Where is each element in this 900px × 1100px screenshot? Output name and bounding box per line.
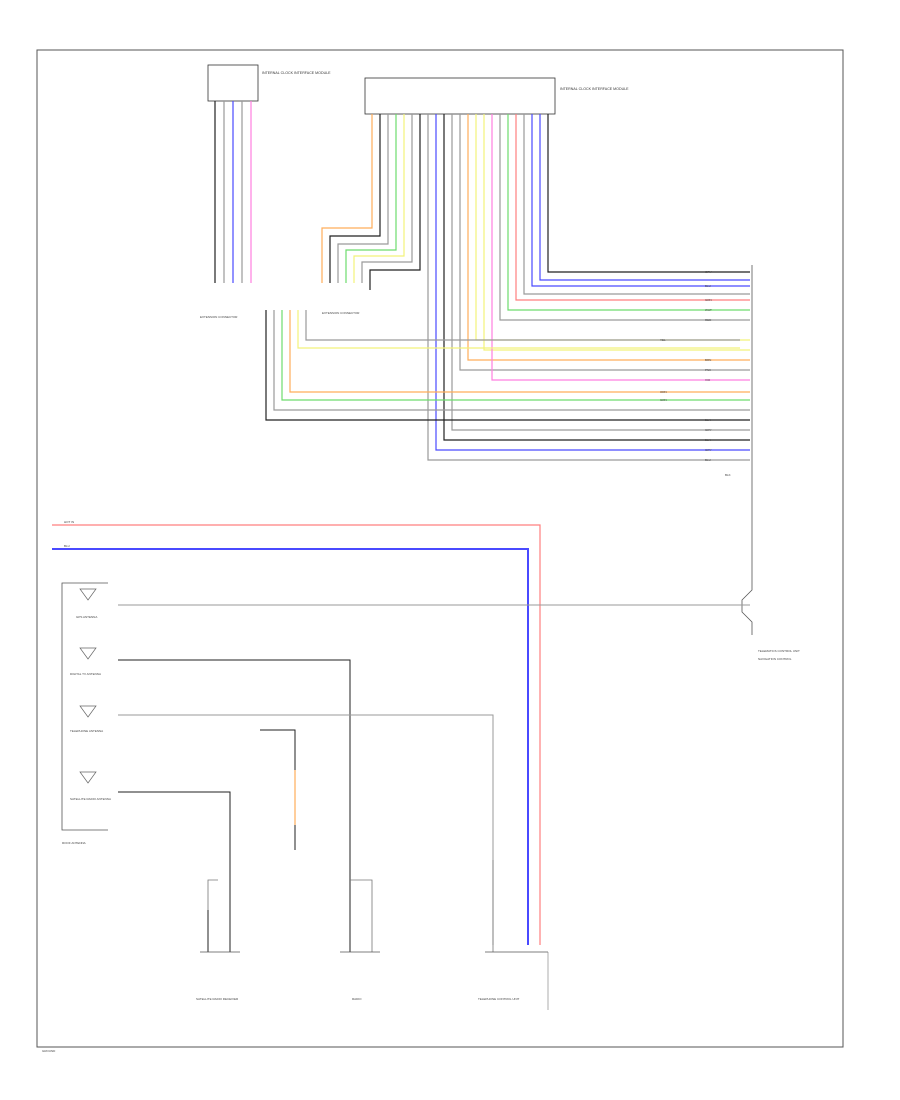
right-module-label: TELEMATICS CONTROL UNIT	[758, 649, 800, 653]
top-right-connector: INTERNAL CLOCK INTERFACE MODULE	[364, 77, 629, 115]
wire-label: YEL	[660, 338, 666, 342]
antenna-satellite-radio-label: SATELLITE RADIO ANTENNA	[70, 797, 111, 801]
top-left-connector: INTERNAL CLOCK INTERFACE MODULE	[207, 64, 331, 283]
wire-label: RED	[705, 318, 712, 322]
mid-left-connector-label: EXTENSION CONNECTOR	[200, 315, 238, 319]
top-right-connector-label: INTERNAL CLOCK INTERFACE MODULE	[560, 87, 629, 91]
wire-label: GRY	[705, 448, 711, 452]
right-module-lower-edge	[741, 478, 753, 635]
wire-bundle-top	[321, 114, 750, 461]
wire-label: GRY	[705, 428, 711, 432]
wire-label: BLK	[725, 473, 731, 477]
blue-wire-label: BLU	[64, 544, 70, 548]
telephone-control-unit: TELEPHONE CONTROL UNIT	[478, 860, 549, 1010]
wire-label: GRY	[705, 270, 711, 274]
wire-label: BLK	[705, 418, 711, 422]
wire-label: GRN	[660, 398, 667, 402]
diagram-frame	[36, 49, 844, 1048]
top-left-connector-label: INTERNAL CLOCK INTERFACE MODULE	[262, 71, 331, 75]
wire-label: ORN	[660, 390, 667, 394]
antenna-telephone: TELEPHONE ANTENNA	[70, 705, 494, 945]
radio-label: RADIO	[352, 997, 362, 1001]
red-wire-label: HOT IN	[64, 520, 74, 524]
wire-bundle-left	[265, 310, 750, 421]
mid-center-connector-label: EXTENSION CONNECTOR	[322, 311, 360, 315]
telephone-control-unit-label: TELEPHONE CONTROL UNIT	[478, 997, 520, 1001]
wire-label: BRN	[705, 358, 711, 362]
right-module-sublabel: NAVIGATION CONTROL	[758, 657, 792, 661]
wire-label: PNK	[705, 368, 711, 372]
antenna-gps: GPS ANTENNA	[76, 588, 750, 619]
footer-label: GROUND	[42, 1049, 56, 1053]
wire-label: BLU	[705, 458, 711, 462]
power-wires	[52, 524, 541, 945]
satellite-radio-receiver-label: SATELLITE RADIO RECEIVER	[196, 997, 239, 1001]
wire-label: WHT	[705, 308, 712, 312]
antenna-digital-tv: DIGITAL TV ANTENNA	[70, 647, 351, 945]
antenna-digital-tv-label: DIGITAL TV ANTENNA	[70, 672, 101, 676]
antenna-telephone-label: TELEPHONE ANTENNA	[70, 729, 103, 733]
antenna-gps-label: GPS ANTENNA	[76, 615, 97, 619]
antenna-group-label: ROOF ANTENNA	[62, 841, 86, 845]
wire-label: BLU	[705, 284, 711, 288]
wire-label: GRN	[705, 298, 712, 302]
right-wire-labels: GRY BLU GRN WHT RED YEL BRN PNK VIO ORN …	[660, 270, 731, 477]
radio: RADIO	[340, 879, 380, 1001]
wire-label: VIO	[705, 378, 711, 382]
antenna-satellite-radio: SATELLITE RADIO ANTENNA	[70, 771, 231, 945]
antenna-group-bracket	[61, 582, 108, 831]
wire-label: BLK	[705, 438, 711, 442]
satellite-radio-receiver: SATELLITE RADIO RECEIVER	[196, 879, 240, 1001]
